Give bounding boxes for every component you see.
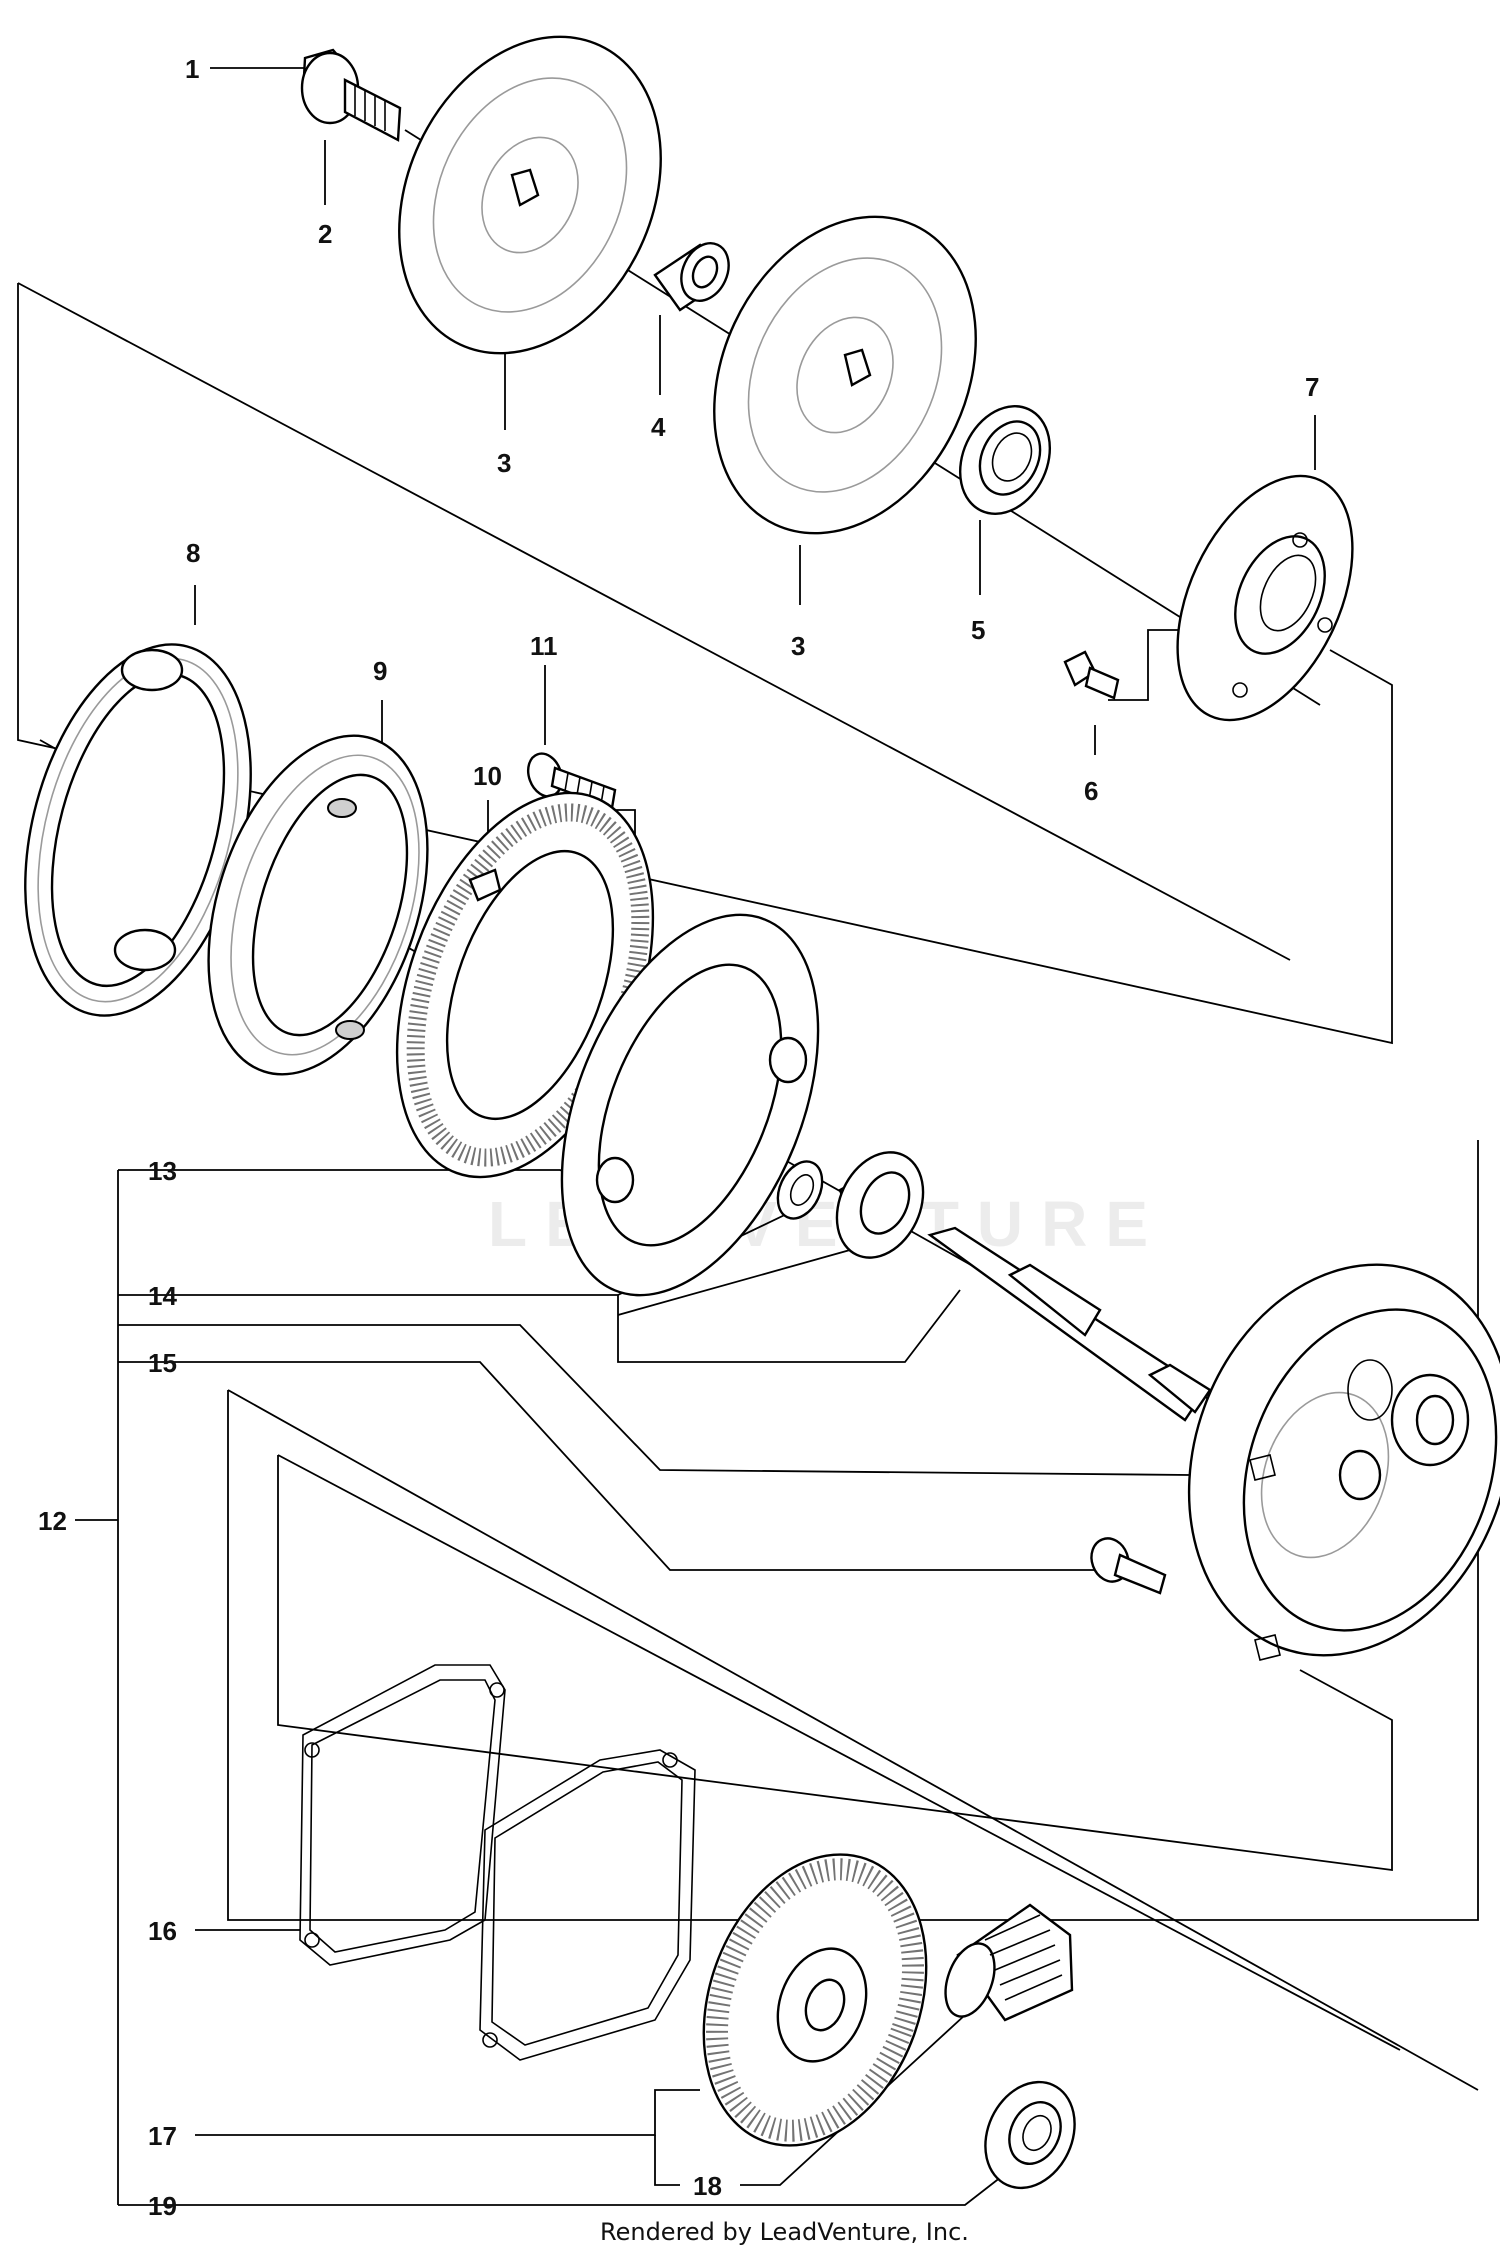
bevel-gear-part [702,1853,928,2147]
callout-17: 17 [148,2121,177,2151]
callout-5: 5 [971,615,985,645]
pinion-gear-part [944,1903,1074,2022]
screw-part [526,752,617,810]
callout-18: 18 [693,2171,722,2201]
callout-7: 7 [1305,372,1319,402]
callout-8: 8 [186,538,200,568]
callout-3b: 3 [791,631,805,661]
gasket-part [299,1664,696,2061]
bushing-part [653,242,730,312]
callout-11: 11 [530,631,558,661]
flange-plate-part [1176,474,1354,722]
callout-13: 13 [148,1156,177,1186]
callout-4: 4 [651,412,666,442]
bearing-ring-part [207,734,429,1076]
washer-lower-part [713,215,977,535]
callout-16: 16 [148,1916,177,1946]
screw-small-part [1063,650,1120,700]
guard-ring-part [24,643,252,1017]
callout-19: 19 [148,2191,177,2221]
footer-credit: Rendered by LeadVenture, Inc. [600,2218,969,2246]
callout-15: 15 [148,1348,177,1378]
callout-labels: 1 2 3 4 3 5 7 6 8 9 11 10 13 14 15 12 16… [38,54,1319,2221]
washer-upper-part [398,35,662,355]
callout-3: 3 [497,448,511,478]
gear-housing-part [1187,1263,1500,1661]
bearing-lower-part [984,2080,1076,2190]
callout-12: 12 [38,1506,67,1536]
drive-disc-part [560,913,820,1297]
shaft-assembly-part [776,1151,1212,1422]
callout-1: 1 [185,54,199,84]
housing-screw-part [1090,1537,1167,1595]
callout-6: 6 [1084,776,1098,806]
seal-part [958,405,1052,515]
callout-14: 14 [148,1281,177,1311]
callout-9: 9 [373,656,387,686]
callout-10: 10 [473,761,502,791]
leader-lines [17,67,1479,2206]
callout-2: 2 [318,219,332,249]
flange-bolt-part [300,48,402,142]
